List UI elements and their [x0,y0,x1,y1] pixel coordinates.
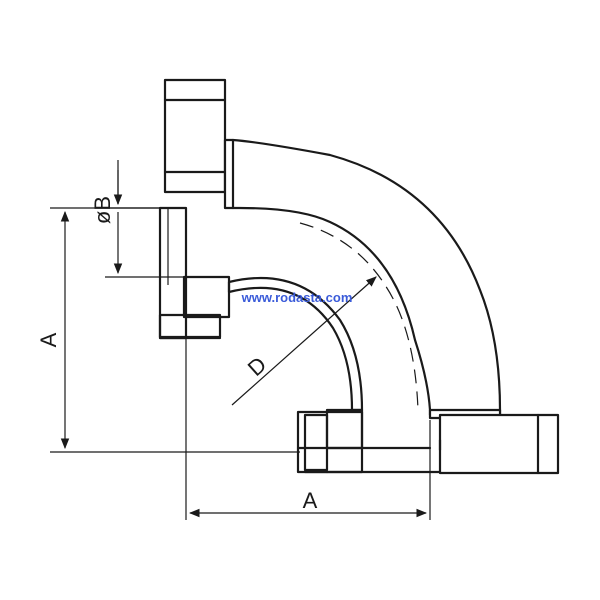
dimension-b [105,160,190,278]
top-nut [163,78,235,210]
dimension-a-horizontal [185,338,431,520]
dimension-a-horizontal-label: A [303,488,318,513]
dimension-d [231,276,377,406]
dimension-b-label: øB [90,196,115,224]
watermark-text: www.rodasta.com [241,290,353,305]
bottom-ferrule-section [296,408,442,474]
centerline-arc [299,222,419,411]
left-ferrule-section [158,206,231,340]
dimension-a-vertical-label: A [36,332,61,347]
dimension-d-label: D [243,352,272,381]
elbow-body [231,138,502,417]
right-nut [428,408,560,475]
